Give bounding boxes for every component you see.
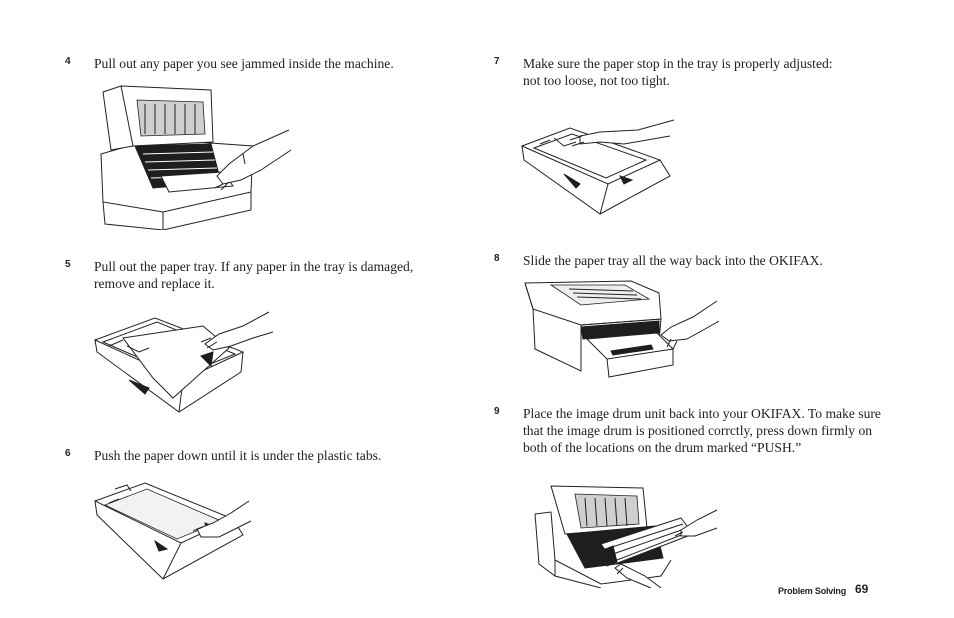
step-number: 5: [65, 259, 71, 270]
step-text: Make sure the paper stop in the tray is …: [523, 56, 833, 88]
step-number: 8: [494, 253, 500, 264]
step-text: Place the image drum unit back into your…: [523, 406, 881, 455]
paper-tray-paper-stop-illustration: [520, 118, 676, 216]
step-text: Slide the paper tray all the way back in…: [523, 253, 823, 268]
tray-insert-illustration: [521, 279, 719, 383]
step-number: 6: [65, 448, 71, 459]
step-number: 9: [494, 406, 500, 417]
step-text: Push the paper down until it is under th…: [94, 448, 382, 463]
open-fax-removing-paper-illustration: [93, 84, 293, 230]
step-text: Pull out the paper tray. If any paper in…: [94, 259, 414, 291]
page-number: 69: [855, 582, 869, 596]
paper-tray-remove-paper-illustration: [93, 308, 275, 418]
paper-tray-push-paper-illustration: [93, 479, 253, 583]
step-number: 7: [494, 56, 500, 67]
step-text: Pull out any paper you see jammed inside…: [94, 56, 394, 71]
image-drum-insert-illustration: [531, 484, 719, 588]
footer-section-label: Problem Solving: [778, 586, 847, 596]
step-number: 4: [65, 56, 71, 67]
